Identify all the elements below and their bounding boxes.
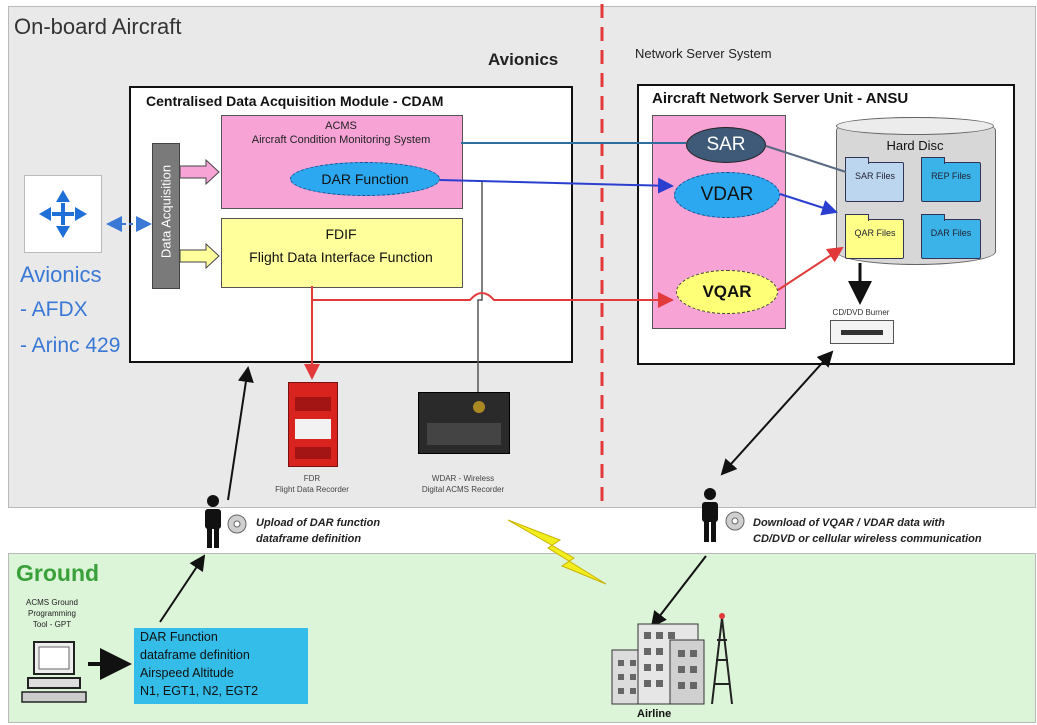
sar-files-folder: SAR Files	[845, 157, 904, 202]
airline-label: Airline	[637, 708, 672, 720]
dar-function-label: DAR Function	[321, 171, 409, 187]
qar-files-label: QAR Files	[854, 228, 896, 238]
fdr-panel	[295, 397, 331, 411]
acms-subtitle: Aircraft Condition Monitoring System	[251, 134, 431, 146]
wdar-label-2: Digital ACMS Recorder	[421, 485, 505, 494]
wireless-lightning-icon	[507, 519, 607, 585]
wdar-label-1: WDAR - Wireless	[431, 474, 495, 483]
fdif-title: FDIF	[325, 226, 357, 242]
vqar-label: VQAR	[702, 282, 752, 301]
wdar-connector	[473, 401, 485, 413]
wdar-device	[418, 392, 510, 454]
dar-definition-line-3: Airspeed Altitude	[140, 666, 234, 680]
sar-ellipse: SAR	[686, 127, 766, 163]
disc-upload-icon	[227, 514, 247, 534]
vdar-ellipse: VDAR	[674, 172, 780, 218]
upload-caption-1: Upload of DAR function	[256, 517, 381, 529]
fdr-device	[288, 382, 338, 467]
acms-title: ACMS	[325, 120, 357, 132]
avionics-side-title: Avionics	[20, 262, 102, 287]
avionics-icon-box	[24, 175, 102, 253]
data-acquisition-bar: Data Acquisition	[152, 143, 180, 289]
upload-to-cdam-arrow	[227, 366, 254, 501]
upload-caption-2: dataframe definition	[256, 533, 362, 545]
gpt-label-1: ACMS Ground	[25, 598, 79, 607]
radio-tower-icon	[711, 617, 733, 705]
person-download-icon	[702, 488, 718, 542]
airline-building-icon	[611, 623, 705, 705]
avionics-item-arinc: - Arinc 429	[20, 334, 121, 357]
dar-files-tab	[921, 214, 945, 221]
sar-label: SAR	[706, 134, 746, 155]
network-server-label: Network Server System	[635, 46, 772, 61]
vqar-ellipse: VQAR	[676, 270, 778, 314]
dar-definition-line-2: dataframe definition	[140, 648, 250, 662]
fdif-to-vqar-arrow	[312, 292, 674, 308]
qar-files-tab	[845, 214, 869, 221]
vdar-label: VDAR	[700, 184, 754, 205]
burner-slot	[841, 330, 883, 335]
burner-label: CD/DVD Burner	[832, 308, 890, 317]
burner-device	[830, 320, 894, 344]
fdr-label-1: FDR	[303, 474, 321, 483]
dar-definition-box	[134, 628, 308, 704]
avionics-item-afdx: - AFDX	[20, 298, 88, 321]
hard-disc-title: Hard Disc	[886, 138, 944, 153]
ansu-title: Aircraft Network Server Unit - ANSU	[652, 90, 909, 107]
dar-definition-line-4: N1, EGT1, N2, EGT2	[140, 684, 259, 698]
avionics-network-icon	[39, 190, 87, 238]
sar-files-label: SAR Files	[854, 171, 895, 181]
disc-download-icon	[725, 511, 745, 531]
fdif-box	[221, 218, 463, 288]
definition-to-person-arrow	[159, 554, 206, 623]
qar-files-folder: QAR Files	[845, 214, 904, 259]
avionics-label: Avionics	[488, 50, 559, 69]
computer-icon	[21, 641, 87, 703]
person-to-airline-arrow	[650, 555, 707, 628]
rep-files-label: REP Files	[931, 171, 971, 181]
vqar-to-disc-arrow	[777, 246, 844, 291]
ground-title: Ground	[16, 560, 100, 586]
dar-files-label: DAR Files	[930, 228, 972, 238]
tower-beacon-icon	[719, 613, 725, 619]
vdar-to-disc-arrow	[779, 193, 838, 216]
wdar-front-panel	[427, 423, 501, 445]
cdam-title: Centralised Data Acquisition Module - CD…	[146, 93, 444, 109]
acquisition-to-acms-arrow	[179, 158, 220, 186]
dar-to-vdar-arrow	[439, 177, 674, 194]
acquisition-to-fdif-arrow	[179, 242, 220, 270]
burner-download-arrow	[720, 350, 834, 476]
fdr-label-2: Flight Data Recorder	[275, 485, 349, 494]
rep-files-tab	[921, 157, 945, 164]
dar-definition-line-1: DAR Function	[140, 630, 218, 644]
download-caption-1: Download of VQAR / VDAR data with	[753, 517, 945, 529]
dar-to-wdar-line	[477, 182, 483, 392]
rep-files-folder: REP Files	[921, 157, 981, 202]
download-caption-2: CD/DVD or cellular wireless communicatio…	[753, 533, 982, 545]
dar-files-folder: DAR Files	[921, 214, 981, 259]
dar-function-ellipse: DAR Function	[290, 162, 440, 196]
sar-files-tab	[845, 157, 869, 164]
fdif-subtitle: Flight Data Interface Function	[249, 249, 433, 265]
fdr-base	[295, 447, 331, 459]
sar-to-disc-line	[765, 145, 847, 173]
gpt-label-2: Programming	[27, 609, 76, 618]
fdr-label-plate	[295, 419, 331, 439]
onboard-title: On-board Aircraft	[14, 14, 182, 39]
person-upload-icon	[205, 495, 221, 548]
gpt-label-3: Tool - GPT	[32, 620, 72, 629]
hard-disc-top	[836, 117, 994, 135]
